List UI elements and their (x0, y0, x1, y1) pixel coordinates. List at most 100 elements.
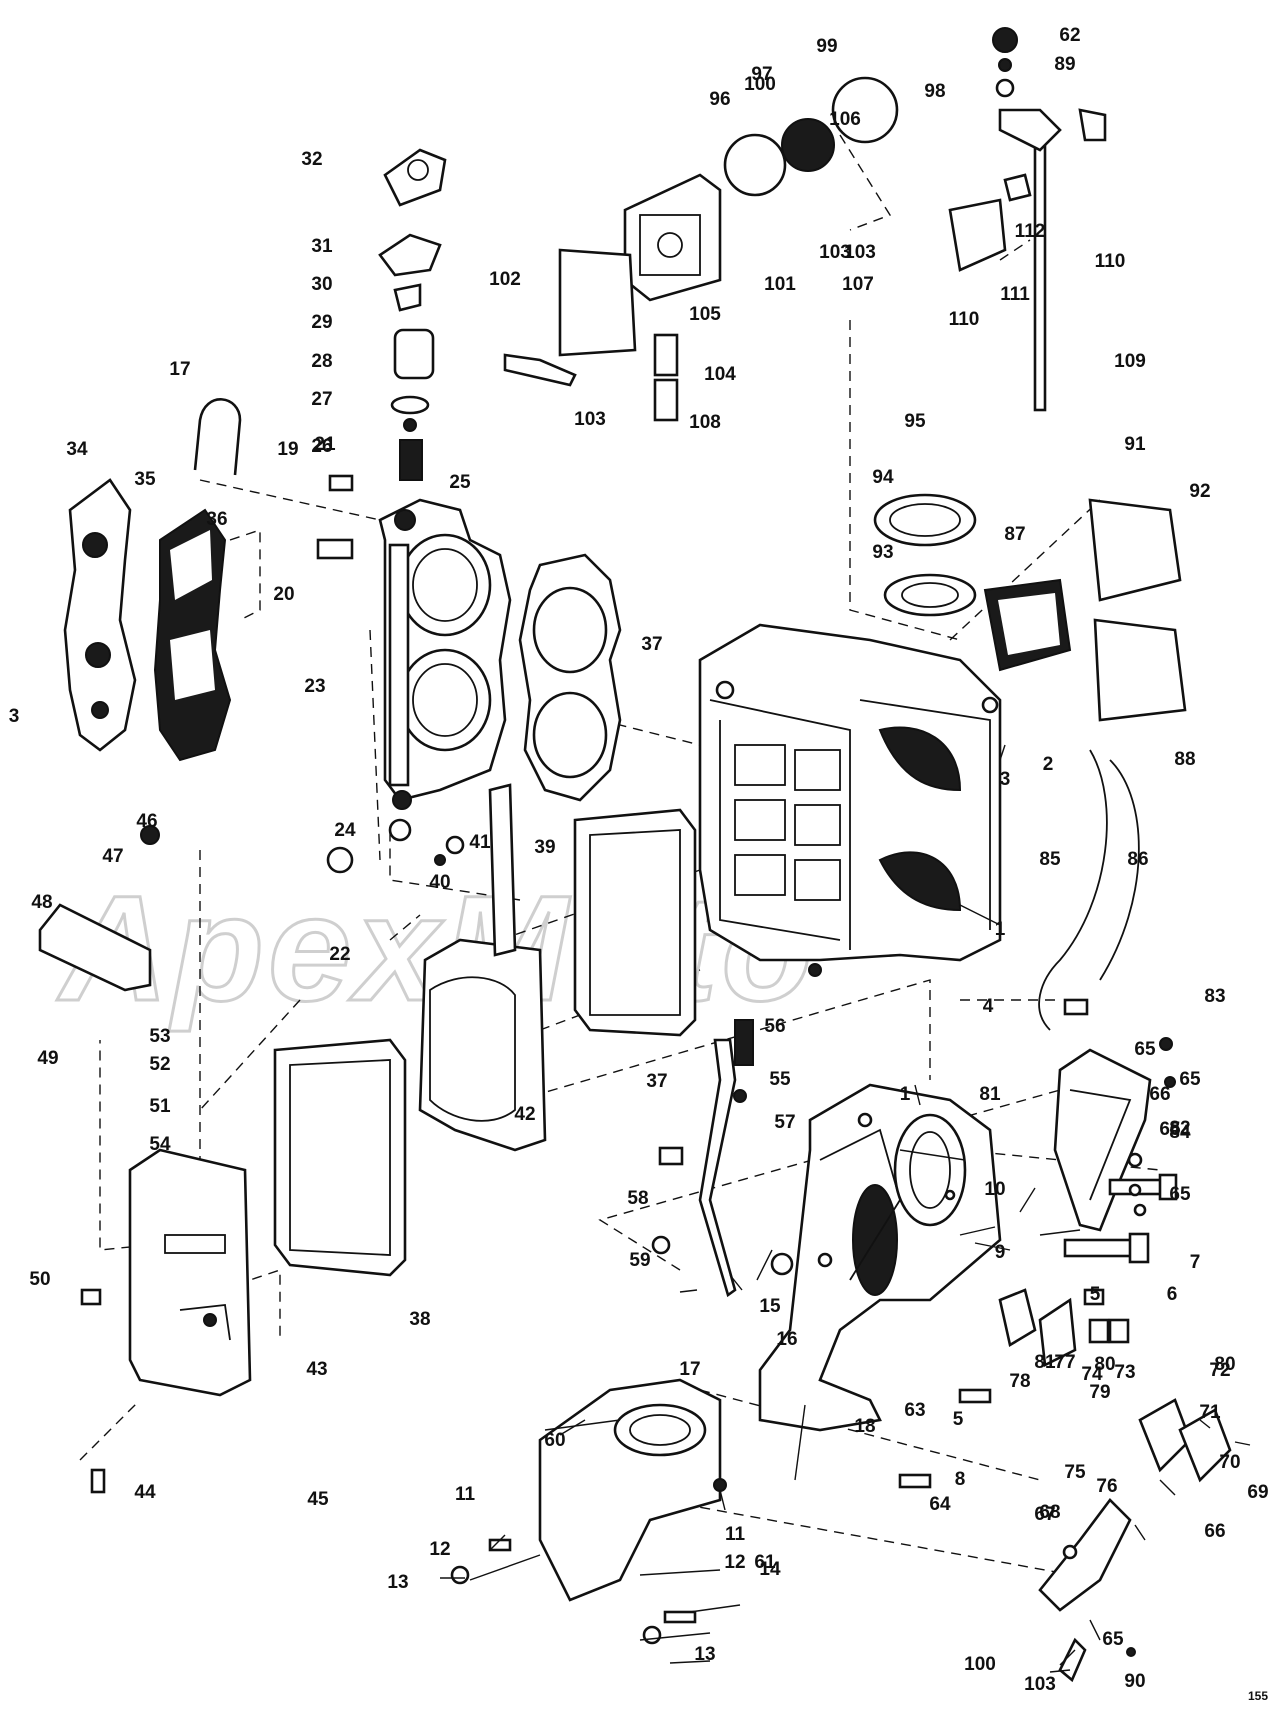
part-number-label: 79 (1089, 1382, 1110, 1403)
deflector (38, 903, 152, 992)
part-number-label: 42 (514, 1104, 535, 1125)
part-number-label: 65 (1169, 1184, 1191, 1205)
part-number-label: 56 (764, 1016, 785, 1037)
part-number-label: 32 (301, 149, 322, 170)
fasteners (80, 474, 1178, 1657)
part-number-label: 95 (904, 411, 926, 432)
part-number-label: 60 (544, 1430, 565, 1451)
part-number-label: 104 (704, 364, 736, 385)
part-number-label: 5 (953, 1409, 964, 1430)
part-number-label: 14 (759, 1559, 781, 1580)
reed-plate-assembly (873, 493, 1187, 722)
bleed-hose (1038, 749, 1108, 1031)
crankcase-lower (758, 1083, 1002, 1432)
part-number-label: 43 (306, 1359, 327, 1380)
part-number-label: 11 (455, 1484, 476, 1505)
exhaust-gasket-lower (273, 1038, 407, 1277)
linkage-rod (698, 1038, 737, 1298)
part-number-label: 1 (900, 1084, 911, 1105)
part-number-label: 38 (409, 1309, 430, 1330)
part-number-label: 37 (646, 1071, 667, 1092)
part-number-label: 36 (206, 509, 227, 530)
part-number-label: 55 (769, 1069, 791, 1090)
part-number-label: 93 (872, 542, 893, 563)
part-number-label: 8 (955, 1469, 966, 1490)
part-number-label: 110 (949, 309, 980, 330)
part-number-label: 61 (754, 1552, 776, 1573)
part-number-label: 68 (1039, 1502, 1060, 1523)
part-number-label: 90 (1124, 1671, 1145, 1692)
part-number-label: 9 (995, 1242, 1006, 1263)
part-number-label: 78 (1009, 1371, 1030, 1392)
part-number-label: 53 (149, 1026, 170, 1047)
part-number-label: 89 (1054, 54, 1075, 75)
part-number-label: 50 (29, 1269, 50, 1290)
part-number-label: 48 (31, 892, 52, 913)
part-number-label: 67 (1034, 1504, 1055, 1525)
part-number-label: 6 (1167, 1284, 1178, 1305)
part-number-label: 65 (1102, 1629, 1124, 1650)
part-number-label: 103 (844, 242, 876, 263)
part-number-label: 80 (1214, 1354, 1235, 1375)
part-number-label: 81 (1034, 1352, 1056, 1373)
part-number-label: 19 (277, 439, 298, 460)
part-number-label: 59 (629, 1250, 650, 1271)
part-number-label: 87 (1004, 524, 1025, 545)
lower-motor-mount (538, 1378, 722, 1602)
part-number-label: 31 (311, 236, 333, 257)
part-number-label: 28 (311, 351, 332, 372)
part-number-label: 112 (1015, 221, 1046, 242)
part-number-label: 3 (1000, 769, 1011, 790)
part-number-label: 77 (1054, 1352, 1075, 1373)
part-number-label: 1 (995, 919, 1006, 940)
part-number-label: 69 (1247, 1482, 1268, 1503)
part-number-label: 46 (136, 811, 157, 832)
exhaust-cover (63, 478, 137, 752)
exhaust-gasket-upper (573, 808, 697, 1037)
part-number-label: 57 (774, 1112, 795, 1133)
part-number-label: 37 (641, 634, 662, 655)
part-number-label: 12 (429, 1539, 450, 1560)
part-number-label: 71 (1199, 1402, 1221, 1423)
cylinder-head (378, 498, 512, 810)
part-number-label: 3 (9, 706, 20, 727)
part-number-label: 75 (1064, 1462, 1086, 1483)
part-number-label: 20 (273, 584, 294, 605)
part-number-label: 102 (489, 269, 521, 290)
part-number-label: 65 (1134, 1039, 1156, 1060)
water-tube (193, 398, 242, 476)
part-number-label: 11 (725, 1524, 746, 1545)
part-number-label: 54 (149, 1134, 171, 1155)
part-number-label: 100 (744, 74, 776, 95)
part-number-label: 111 (1000, 284, 1030, 305)
part-number-label: 30 (311, 274, 332, 295)
part-number-label: 49 (37, 1048, 58, 1069)
part-number-label: 40 (429, 872, 450, 893)
part-number-label: 10 (984, 1179, 1005, 1200)
part-number-label: 47 (102, 846, 123, 867)
part-number-label: 13 (694, 1644, 715, 1665)
cylinder-block (698, 623, 1002, 962)
part-number-label: 96 (709, 89, 730, 110)
part-number-label: 4 (983, 996, 994, 1017)
part-number-label: 85 (1039, 849, 1061, 870)
part-number-label: 99 (816, 36, 837, 57)
part-number-labels: 1123345567891011111212131314151617171819… (9, 25, 1269, 1695)
part-number-label: 41 (469, 832, 491, 853)
exhaust-cover-gasket (153, 508, 232, 762)
part-number-label: 35 (134, 469, 156, 490)
part-number-label: 80 (1094, 1354, 1115, 1375)
part-number-label: 15 (759, 1296, 781, 1317)
part-number-label: 23 (304, 676, 325, 697)
part-number-label: 44 (134, 1482, 156, 1503)
part-number-label: 73 (1114, 1362, 1135, 1383)
part-number-label: 109 (1114, 351, 1146, 372)
part-number-label: 65 (1159, 1119, 1181, 1140)
part-number-label: 27 (311, 389, 332, 410)
part-number-label: 21 (314, 434, 336, 455)
part-number-label: 64 (929, 1494, 951, 1515)
part-number-label: 16 (776, 1329, 797, 1350)
part-number-label: 91 (1124, 434, 1146, 455)
bleed-hose (1099, 759, 1140, 981)
part-number-label: 94 (872, 467, 894, 488)
